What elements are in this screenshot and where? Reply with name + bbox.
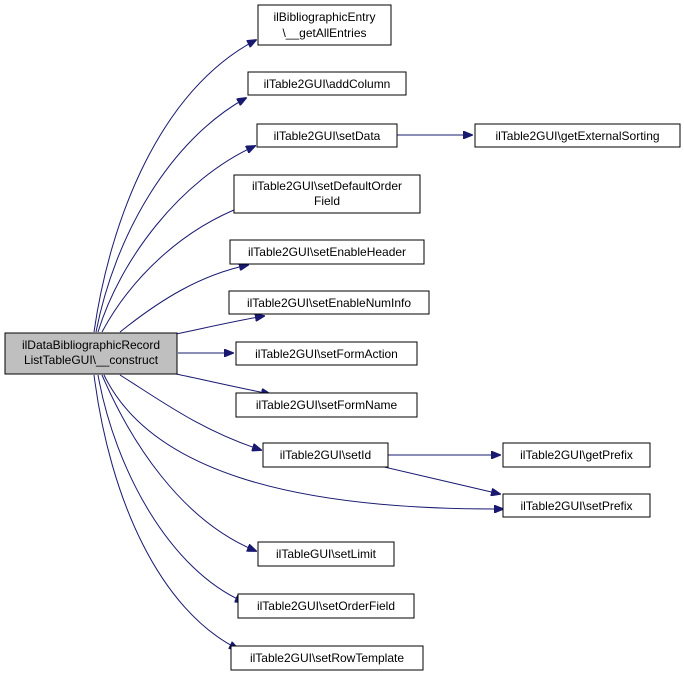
node-set-enable-num-info[interactable]: ilTable2GUI\setEnableNumInfo <box>228 290 430 315</box>
node-set-default-order-field-line1: ilTable2GUI\setDefaultOrder <box>252 179 402 193</box>
node-get-prefix[interactable]: ilTable2GUI\getPrefix <box>502 442 651 468</box>
node-set-form-name-label: ilTable2GUI\setFormName <box>256 398 398 412</box>
node-set-form-action-label: ilTable2GUI\setFormAction <box>255 347 398 361</box>
node-set-form-name[interactable]: ilTable2GUI\setFormName <box>235 392 418 418</box>
node-root-line1: ilDataBibliographicRecord <box>22 338 160 352</box>
node-get-all-entries-line1: ilBibliographicEntry <box>273 10 375 24</box>
node-get-prefix-label: ilTable2GUI\getPrefix <box>520 448 633 462</box>
edge-root-to-set-form-name <box>175 373 270 394</box>
node-get-all-entries[interactable]: ilBibliographicEntry \__getAllEntries <box>257 4 392 46</box>
node-set-enable-header[interactable]: ilTable2GUI\setEnableHeader <box>229 239 425 265</box>
node-set-default-order-field[interactable]: ilTable2GUI\setDefaultOrder Field <box>233 174 421 214</box>
node-set-data-label: ilTable2GUI\setData <box>274 129 381 143</box>
node-set-prefix[interactable]: ilTable2GUI\setPrefix <box>502 493 651 518</box>
node-root[interactable]: ilDataBibliographicRecord ListTableGUI\_… <box>4 332 178 375</box>
edge-root-to-set-row-template <box>93 374 238 649</box>
node-set-row-template-label: ilTable2GUI\setRowTemplate <box>250 651 404 665</box>
edge-root-to-set-id <box>119 374 261 450</box>
edge-root-to-get-all-entries <box>93 40 256 333</box>
edge-root-to-set-enable-num-info <box>175 316 264 335</box>
node-get-all-entries-line2: \__getAllEntries <box>282 26 366 40</box>
node-root-line2: ListTableGUI\__construct <box>24 353 159 367</box>
node-set-enable-num-info-label: ilTable2GUI\setEnableNumInfo <box>247 296 411 310</box>
node-set-id[interactable]: ilTable2GUI\setId <box>262 442 389 468</box>
node-set-prefix-label: ilTable2GUI\setPrefix <box>520 499 632 513</box>
node-set-id-label: ilTable2GUI\setId <box>280 448 371 462</box>
node-add-column[interactable]: ilTable2GUI\addColumn <box>247 71 407 96</box>
edge-root-to-set-prefix <box>103 374 503 509</box>
node-set-form-action[interactable]: ilTable2GUI\setFormAction <box>235 341 418 366</box>
edge-root-to-set-enable-header <box>119 265 248 333</box>
node-set-limit[interactable]: ilTableGUI\setLimit <box>257 541 395 567</box>
edge-root-to-set-data <box>97 146 255 333</box>
node-get-external-sorting[interactable]: ilTable2GUI\getExternalSorting <box>474 123 681 148</box>
edge-root-to-set-limit <box>101 374 256 551</box>
edge-set-id-to-set-prefix <box>379 465 500 494</box>
node-set-default-order-field-line2: Field <box>314 194 340 208</box>
node-set-limit-label: ilTableGUI\setLimit <box>276 547 377 561</box>
node-set-enable-header-label: ilTable2GUI\setEnableHeader <box>248 245 406 259</box>
edge-root-to-set-default-order-field <box>101 206 244 333</box>
node-get-external-sorting-label: ilTable2GUI\getExternalSorting <box>495 129 659 143</box>
node-add-column-label: ilTable2GUI\addColumn <box>264 77 391 91</box>
node-set-order-field[interactable]: ilTable2GUI\setOrderField <box>237 593 415 619</box>
node-set-data[interactable]: ilTable2GUI\setData <box>256 123 398 148</box>
node-set-row-template[interactable]: ilTable2GUI\setRowTemplate <box>230 645 424 671</box>
edge-root-to-set-order-field <box>97 374 244 602</box>
node-set-order-field-label: ilTable2GUI\setOrderField <box>257 599 395 613</box>
edge-root-to-add-column <box>95 98 246 333</box>
